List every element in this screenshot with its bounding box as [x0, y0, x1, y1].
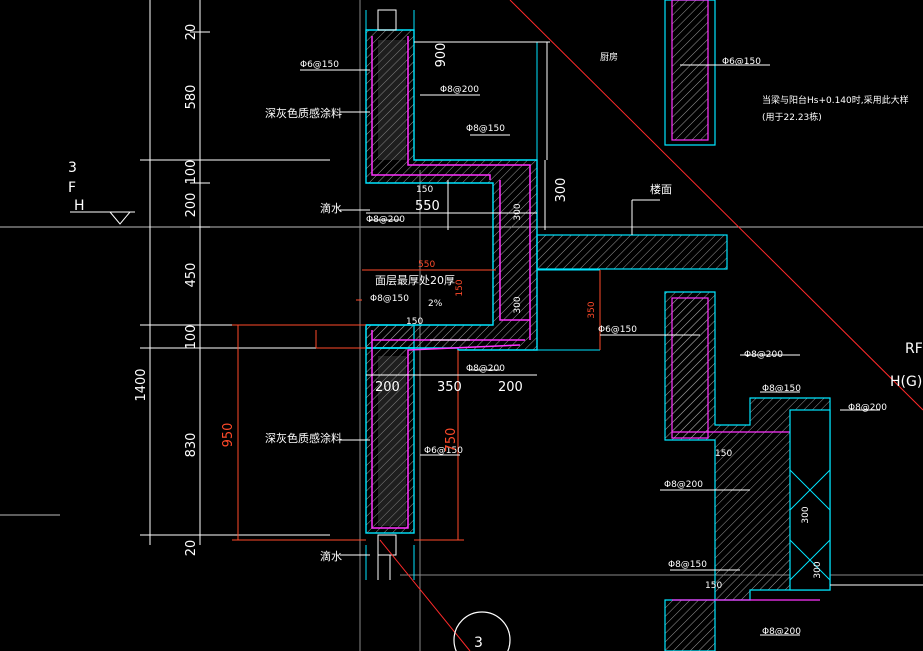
- dim-580: 580: [184, 85, 199, 110]
- label-drip-top: 滴水: [320, 201, 342, 215]
- dim-950: 950: [221, 423, 236, 448]
- label-max-thickness: 面层最厚处20厚: [375, 274, 455, 287]
- rebar-r11: Φ8@200: [744, 350, 783, 360]
- red-dimensions: [232, 269, 601, 541]
- dimension-texts: 900 550 550 150 150 150 150 300 300 300 …: [221, 43, 823, 591]
- level-3f-line1: 3: [68, 160, 77, 176]
- floor-slab: [536, 234, 728, 270]
- dim-300-d: 300: [801, 506, 811, 523]
- dim-100-top: 100: [184, 160, 199, 185]
- rebar-r9: Φ6@150: [424, 446, 463, 456]
- rebar-r4: Φ6@150: [722, 57, 761, 67]
- dim-100-bottom: 100: [184, 325, 199, 350]
- dim-900: 900: [434, 43, 449, 68]
- rebar-r6: Φ8@150: [370, 294, 409, 304]
- rebar-r14: Φ8@200: [664, 480, 703, 490]
- level-3f-line2: F: [68, 180, 76, 196]
- dim-750: 750: [444, 428, 459, 453]
- dim-1400: 1400: [134, 368, 149, 401]
- right-upper-column: [664, 0, 716, 146]
- section-circle: [453, 611, 511, 651]
- level-3f-line3: H: [74, 198, 85, 214]
- level-marker-3f: [70, 211, 135, 225]
- dim-350-b: 350: [437, 380, 462, 395]
- dim-200: 200: [184, 193, 199, 218]
- leader-lines: [300, 64, 880, 636]
- rebar-r15: Φ8@150: [668, 560, 707, 570]
- canopy: [414, 41, 550, 160]
- dim-150-a: 150: [416, 185, 433, 195]
- rebar-r8: Φ8@200: [466, 364, 505, 374]
- rebar-r12: Φ8@150: [762, 384, 801, 394]
- dim-150-d: 150: [705, 581, 722, 591]
- label-kitchen: 厨房: [600, 51, 618, 63]
- dim-300-e: 300: [813, 561, 823, 578]
- dim-300-c: 300: [554, 178, 569, 203]
- right-lower-structure: [664, 291, 923, 651]
- rebar-lines: [371, 36, 531, 529]
- rebar-r7: Φ6@150: [598, 325, 637, 335]
- rebar-r16: Φ8@200: [762, 627, 801, 637]
- rebar-r1: Φ6@150: [300, 60, 339, 70]
- dim-150-b: 150: [406, 317, 423, 327]
- rebar-r2: Φ8@200: [440, 85, 479, 95]
- dim-ticks: [190, 31, 210, 536]
- dim-550-a: 550: [415, 199, 440, 214]
- level-rf: RF: [905, 341, 923, 357]
- dim-350-a: 350: [587, 301, 597, 318]
- label-coating-bottom: 深灰色质感涂料: [265, 431, 342, 445]
- note-line1: 当梁与阳台Hs+0.140时,采用此大样: [762, 94, 909, 106]
- section-number: 3: [474, 635, 483, 651]
- dim-200-b: 200: [498, 380, 523, 395]
- upper-column-band: [378, 40, 406, 526]
- rebar-callouts: Φ6@150 Φ8@200 Φ8@150 Φ6@150 Φ8@200 Φ8@15…: [300, 57, 887, 637]
- dim-450: 450: [184, 263, 199, 288]
- rebar-r13: Φ8@200: [848, 403, 887, 413]
- dim-20-top: 20: [184, 24, 199, 41]
- label-floor-finish: 楼面: [650, 182, 672, 196]
- white-dimension-lines: [366, 160, 660, 376]
- label-slope: 2%: [428, 299, 443, 309]
- rebar-r3: Φ8@150: [466, 124, 505, 134]
- dim-550-b: 550: [418, 260, 435, 270]
- window-frames: [377, 9, 397, 580]
- dim-300-a: 300: [513, 203, 523, 220]
- level-hg: H(G): [890, 374, 922, 390]
- dim-150-c: 150: [715, 449, 732, 459]
- dim-200-a: 200: [375, 380, 400, 395]
- label-drip-bottom: 滴水: [320, 549, 342, 563]
- dim-750-slab: 150: [455, 279, 465, 296]
- dim-830: 830: [184, 433, 199, 458]
- dim-20-bottom: 20: [184, 540, 199, 557]
- note-line2: (用于22.23栋): [762, 111, 822, 123]
- label-coating-top: 深灰色质感涂料: [265, 106, 342, 120]
- vertical-dimensions: 20 580 100 200 450 100 830 20 1400: [134, 24, 199, 557]
- dim-300-b: 300: [513, 296, 523, 313]
- rebar-r5: Φ8@200: [366, 215, 405, 225]
